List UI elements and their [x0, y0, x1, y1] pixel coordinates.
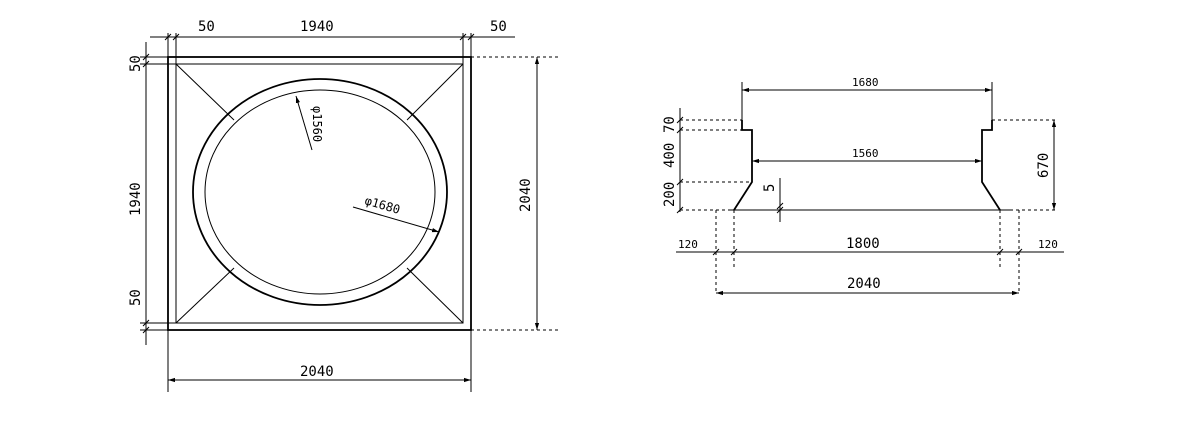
- top-width-label: 1680: [852, 76, 879, 89]
- outer-ring: [192, 78, 448, 306]
- plan-view: φ1560 φ1680 50 1940 50: [128, 19, 560, 392]
- left-dim-top: 50: [128, 55, 144, 72]
- left-offset-label: 120: [678, 238, 698, 251]
- right-wall-profile: [981, 120, 1001, 211]
- height-top-label: 70: [662, 116, 678, 133]
- total-height-label: 670: [1036, 153, 1052, 178]
- mid-width-label: 1560: [852, 147, 879, 160]
- inner-dia-leader: [295, 95, 313, 151]
- bottom-dim-total: 2040: [300, 364, 334, 380]
- left-dim-mid: 1940: [128, 182, 144, 216]
- corner-diagonals: [175, 63, 464, 324]
- plan-dashed-extensions: [471, 56, 560, 331]
- top-dim-right: 50: [490, 19, 507, 35]
- section-view: 1680 1560 70 400 200 5 670 120: [662, 76, 1064, 296]
- top-dim-mid: 1940: [300, 19, 334, 35]
- base-width-label: 1800: [846, 236, 880, 252]
- inner-square: [175, 63, 464, 324]
- total-width-label: 2040: [847, 276, 881, 292]
- height-mid-label: 400: [662, 143, 678, 168]
- left-dim-bottom: 50: [128, 289, 144, 306]
- right-offset-label: 120: [1038, 238, 1058, 251]
- outer-dia-label: φ1680: [363, 193, 402, 216]
- outer-dia-leader: [352, 206, 440, 233]
- inner-ring: [204, 89, 436, 295]
- outer-square: [167, 56, 472, 331]
- left-wall-profile: [733, 120, 753, 211]
- height-bottom-label: 200: [662, 182, 678, 207]
- gap-label: 5: [762, 184, 778, 192]
- inner-dia-label: φ1560: [310, 106, 324, 142]
- right-dim-total: 2040: [518, 178, 534, 212]
- plan-extension-lines: [140, 33, 472, 392]
- top-dim-left: 50: [198, 19, 215, 35]
